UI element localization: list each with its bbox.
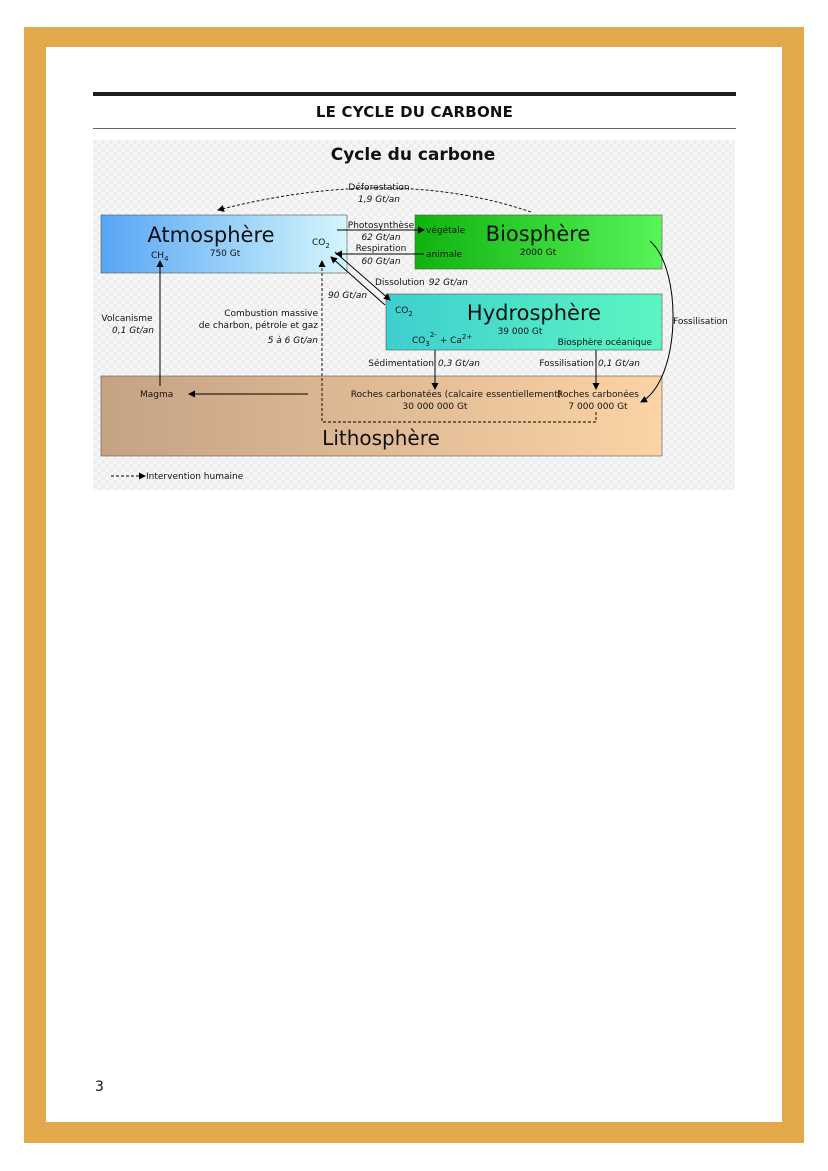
outgassing-arrow: [330, 256, 386, 306]
hydrosphere-box: [385, 293, 663, 351]
page-number: 3: [95, 1079, 104, 1095]
atmosphere-amount: 750 Gt: [210, 249, 241, 259]
combustion-rate: 5 à 6 Gt/an: [268, 336, 319, 346]
biosphere-vegetale: végétale: [426, 225, 466, 236]
atmosphere-ch4: CH4: [151, 251, 169, 263]
volcanism-rate: 0,1 Gt/an: [112, 326, 154, 336]
diagram-title: Cycle du carbone: [331, 145, 496, 165]
dissolution-arrow: [334, 251, 391, 301]
deforestation-rate: 1,9 Gt/an: [358, 195, 400, 205]
hydrosphere-ions: CO32- + Ca2+: [412, 331, 472, 348]
biosphere-amount: 2000 Gt: [520, 248, 557, 258]
carbon-cycle-diagram: Cycle du carbone Atmosphère 750 Gt CH4 C…: [93, 140, 735, 490]
title-rule-top: [93, 92, 736, 96]
outgassing-rate: 90 Gt/an: [328, 291, 367, 301]
respiration-label: Respiration: [356, 244, 407, 254]
document-title: LE CYCLE DU CARBONE: [315, 103, 514, 121]
biosphere-label: Biosphère: [486, 222, 591, 246]
carbonate-rocks-amount: 30 000 000 Gt: [403, 402, 468, 412]
atmosphere-label: Atmosphère: [147, 223, 274, 247]
legend-human-label: Intervention humaine: [146, 472, 244, 482]
photosynthesis-rate: 62 Gt/an: [361, 233, 400, 243]
biosphere-animale: animale: [426, 250, 463, 260]
fossilisation-side-arrow: [640, 240, 674, 403]
hydrosphere-co2: CO2: [395, 306, 413, 318]
carbon-rocks-amount: 7 000 000 Gt: [568, 402, 628, 412]
atmosphere-box: [100, 214, 348, 274]
combustion-label-2: de charbon, pétrole et gaz: [199, 320, 318, 331]
fossilisation-ocean-label: Fossilisation: [539, 359, 594, 369]
atmosphere-co2: CO2: [312, 238, 330, 250]
carbonate-rocks-label: Roches carbonatées (calcaire essentielle…: [351, 389, 562, 400]
title-rule-bottom: [93, 128, 736, 129]
biosphere-box: [414, 214, 663, 270]
respiration-rate: 60 Gt/an: [361, 257, 400, 267]
volcanism-label: Volcanisme: [101, 314, 153, 324]
hydrosphere-label: Hydrosphère: [467, 301, 601, 325]
hydrosphere-amount: 39 000 Gt: [498, 327, 543, 337]
lithosphere-magma: Magma: [140, 390, 173, 400]
combustion-arrow: [318, 260, 597, 423]
lithosphere-box: [100, 375, 663, 457]
sedimentation-rate: 0,3 Gt/an: [438, 359, 480, 369]
lithosphere-label: Lithosphère: [322, 426, 440, 450]
sedimentation-label: Sédimentation: [368, 358, 434, 369]
fossilisation-side-label: Fossilisation: [673, 317, 728, 327]
photosynthesis-label: Photosynthèse: [348, 220, 415, 231]
deforestation-arrow: [217, 187, 532, 213]
carbon-rocks-label: Roches carbonées: [557, 389, 639, 400]
combustion-label-1: Combustion massive: [224, 309, 318, 319]
fossilisation-ocean-rate: 0,1 Gt/an: [598, 359, 640, 369]
hydrosphere-oceanic: Biosphère océanique: [558, 337, 653, 348]
deforestation-label: Déforestation: [348, 182, 409, 193]
